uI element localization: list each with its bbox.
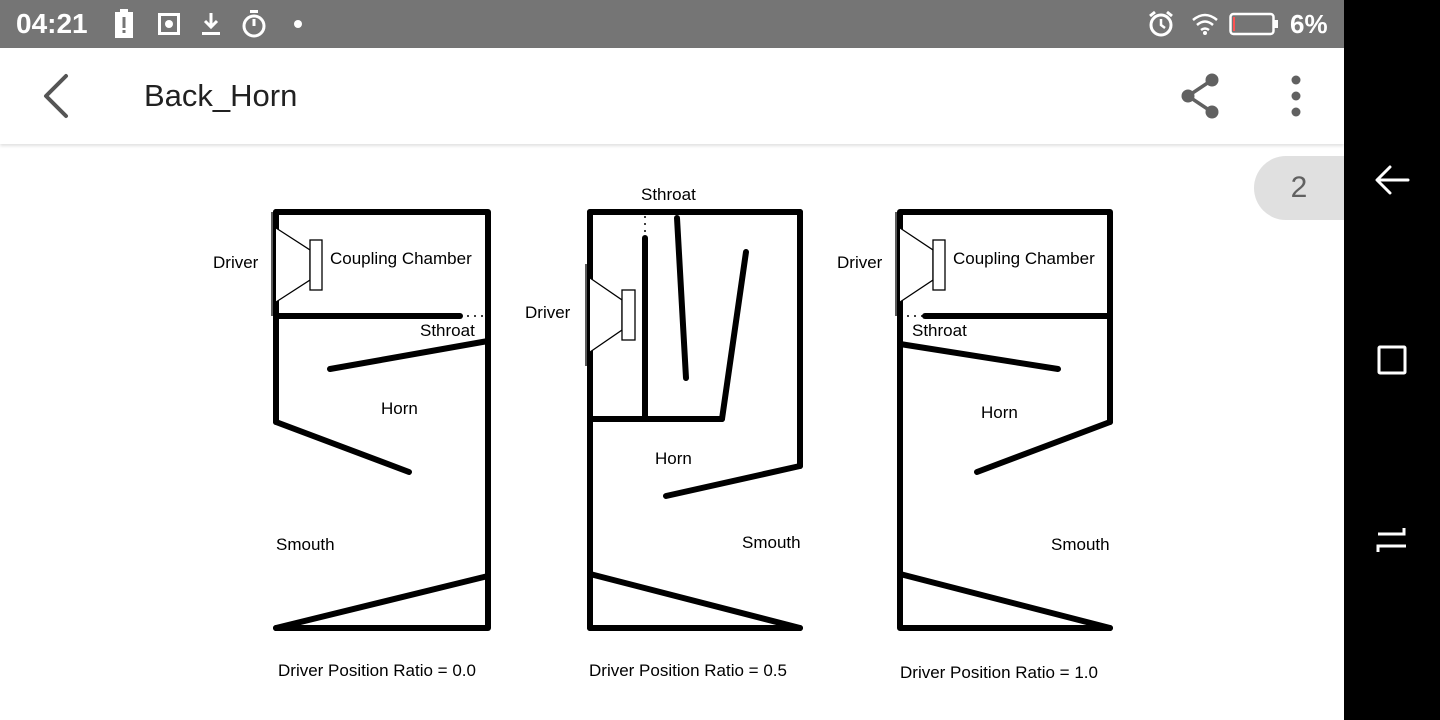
more-vert-icon — [1291, 75, 1301, 117]
dot-icon — [290, 8, 306, 40]
back-button[interactable] — [28, 70, 84, 122]
share-button[interactable] — [1174, 70, 1226, 122]
panel-1-driver-shape — [271, 212, 323, 316]
panel-1-mouth-label: Smouth — [276, 535, 335, 554]
panel-1-throat-label: Sthroat — [420, 321, 475, 340]
panel-2-caption: Driver Position Ratio = 0.5 — [589, 661, 787, 680]
panel-3-mouth-label: Smouth — [1051, 535, 1110, 554]
panel-3-driver-label: Driver — [837, 253, 883, 272]
battery-icon — [1228, 8, 1280, 40]
panel-2-horn-label: Horn — [655, 449, 692, 468]
panel-1-horn-label: Horn — [381, 399, 418, 418]
diagram-panel-ratio-1-0: Driver Coupling Chamber Sthroat Horn Smo… — [837, 209, 1113, 682]
panel-3-caption: Driver Position Ratio = 1.0 — [900, 663, 1098, 682]
page-indicator[interactable]: 2 — [1254, 156, 1344, 220]
diagram-panel-ratio-0-0: Driver Coupling Chamber Sthroat Horn Smo… — [213, 209, 491, 680]
nav-toggle-button[interactable] — [1364, 512, 1420, 568]
back-horn-diagram: Driver Coupling Chamber Sthroat Horn Smo… — [213, 185, 1113, 682]
panel-1-chamber-label: Coupling Chamber — [330, 249, 472, 268]
nav-back-button[interactable] — [1364, 152, 1420, 208]
panel-3-chamber-label: Coupling Chamber — [953, 249, 1095, 268]
more-options-button[interactable] — [1276, 70, 1316, 122]
panel-2-walls — [587, 209, 803, 631]
download-icon — [198, 8, 224, 40]
panel-3-throat-label: Sthroat — [912, 321, 967, 340]
timer-icon — [240, 8, 268, 40]
alarm-icon — [1146, 8, 1176, 40]
panel-1-driver-label: Driver — [213, 253, 259, 272]
panel-2-driver-label: Driver — [525, 303, 571, 322]
screenshot-icon — [156, 8, 182, 40]
panel-2-driver-shape — [585, 264, 636, 366]
diagram-panel-ratio-0-5: Sthroat Driver Horn Smouth Driver Positi… — [525, 185, 803, 680]
panel-3-horn-label: Horn — [981, 403, 1018, 422]
panel-2-mouth-label: Smouth — [742, 533, 801, 552]
back-arrow-icon — [44, 74, 68, 118]
navigation-bar — [1344, 0, 1440, 720]
battery-percent: 6% — [1290, 9, 1328, 39]
wifi-icon — [1190, 8, 1220, 40]
panel-1-walls — [273, 209, 491, 631]
panel-3-driver-shape — [895, 212, 946, 316]
app-bar: Back_Horn — [0, 48, 1344, 144]
battery-alert-icon — [112, 8, 136, 40]
recents-icon — [1377, 345, 1407, 375]
share-icon — [1181, 73, 1219, 119]
panel-1-caption: Driver Position Ratio = 0.0 — [278, 661, 476, 680]
status-time: 04:21 — [16, 8, 88, 39]
page-title: Back_Horn — [144, 78, 298, 113]
panel-2-throat-label: Sthroat — [641, 185, 696, 204]
toggle-icon — [1376, 528, 1406, 552]
back-icon — [1375, 165, 1410, 195]
panel-3-walls — [897, 209, 1113, 631]
status-bar: 04:21 6% — [0, 0, 1344, 48]
nav-recents-button[interactable] — [1364, 332, 1420, 388]
